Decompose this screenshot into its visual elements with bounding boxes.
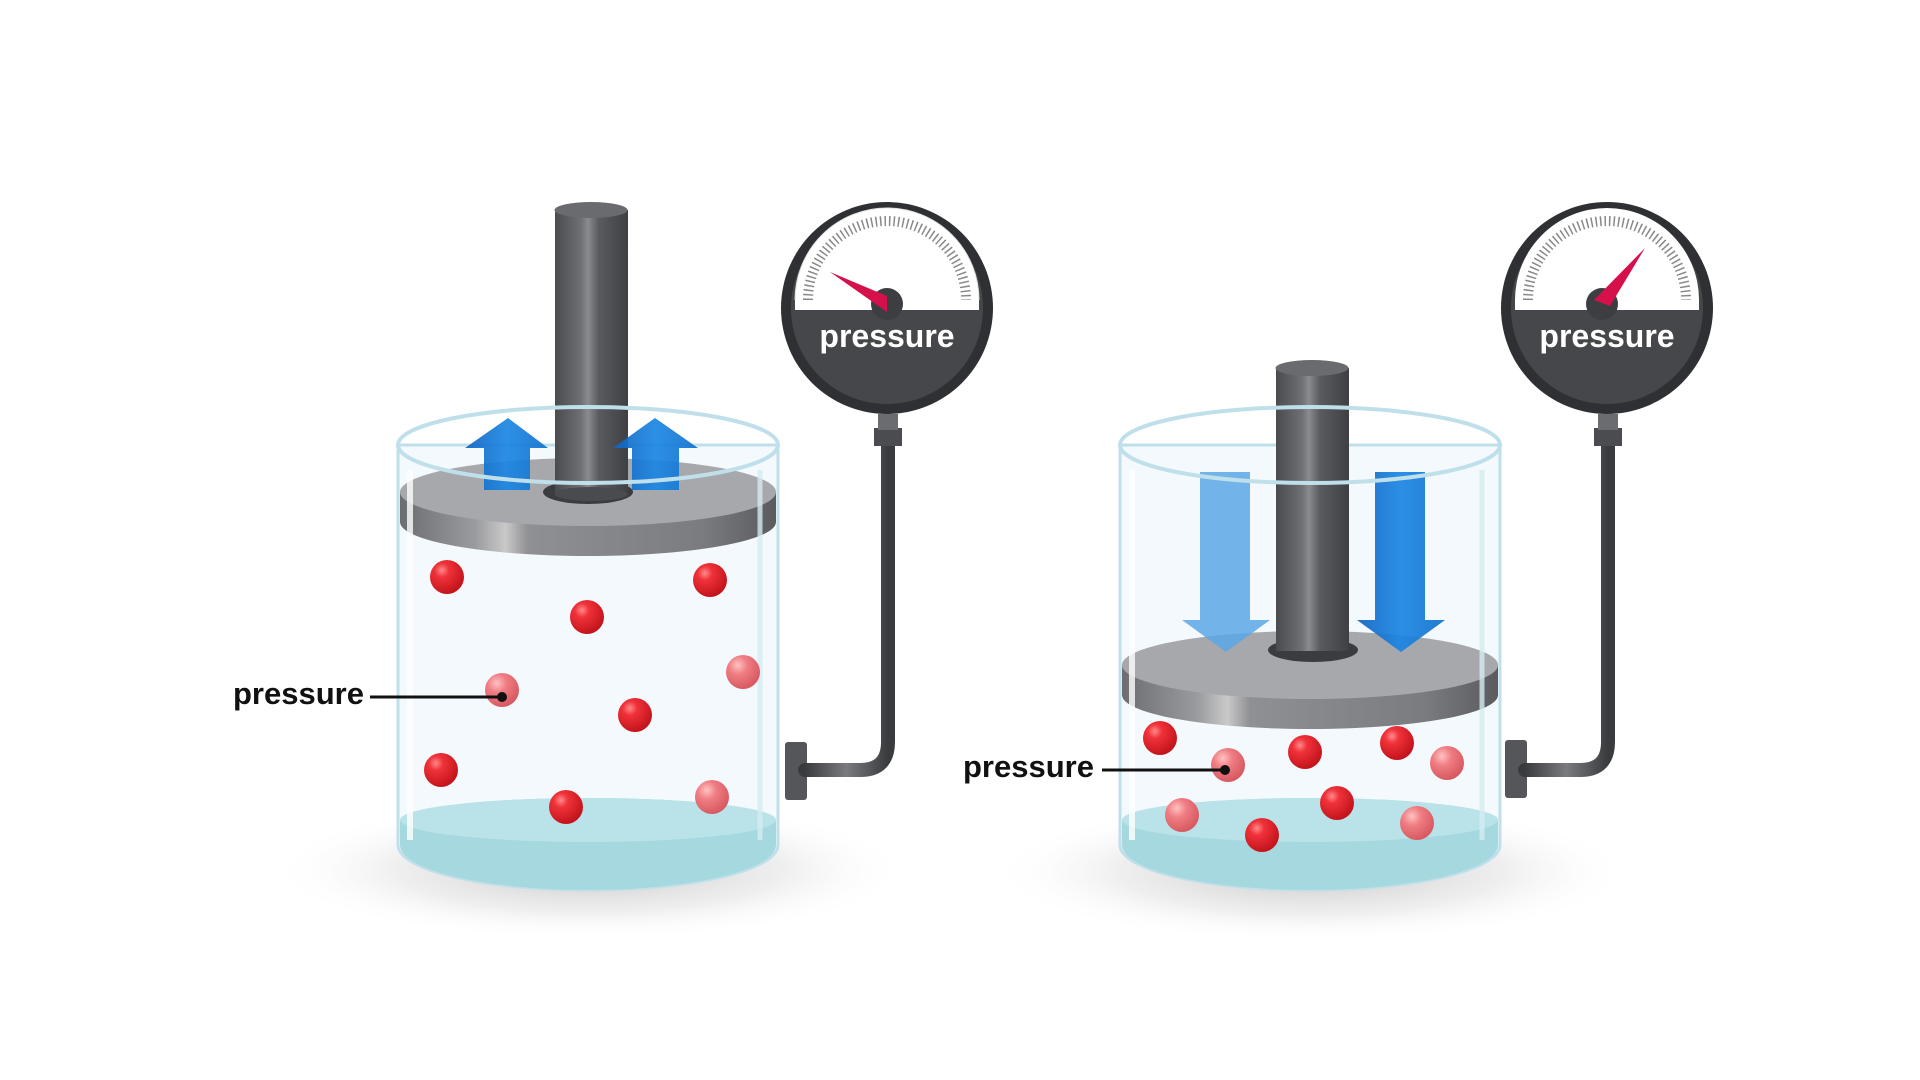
left-gas-particle bbox=[618, 698, 652, 732]
left-pipe-nut-2 bbox=[878, 414, 898, 430]
right-gas-particle bbox=[1380, 726, 1414, 760]
right-gas-particle bbox=[1320, 786, 1354, 820]
right-callout-label: pressure bbox=[963, 749, 1094, 784]
left-pipe-connector bbox=[785, 742, 807, 800]
right-callout-dot bbox=[1220, 765, 1230, 775]
right-gauge-needle bbox=[1594, 248, 1645, 306]
right-gas-particle bbox=[1400, 806, 1434, 840]
right-cylinder-group bbox=[992, 202, 1713, 942]
left-gas-particle bbox=[695, 780, 729, 814]
left-gauge-label: pressure bbox=[819, 318, 955, 354]
left-cylinder-group bbox=[270, 202, 993, 940]
right-gas-particle bbox=[1430, 746, 1464, 780]
arrow-down-icon bbox=[1182, 472, 1270, 652]
left-gas-particles bbox=[424, 560, 760, 824]
right-glass-rim bbox=[1118, 405, 1502, 485]
right-gas-particle bbox=[1143, 721, 1177, 755]
right-pipe bbox=[1518, 431, 1615, 777]
left-rod-top bbox=[554, 202, 628, 218]
left-pipe bbox=[798, 431, 895, 777]
left-liquid-surface bbox=[400, 798, 776, 842]
left-callout-label: pressure bbox=[233, 676, 364, 711]
pressure-gauge-icon bbox=[781, 202, 993, 414]
right-pipe-connector bbox=[1505, 740, 1527, 798]
right-gas-particle bbox=[1211, 748, 1245, 782]
left-pipe-nut bbox=[874, 428, 902, 446]
right-pipe-nut-2 bbox=[1598, 414, 1618, 430]
right-gas-particles bbox=[1143, 721, 1464, 852]
left-rod-base bbox=[554, 487, 628, 501]
left-gas-particle bbox=[424, 753, 458, 787]
right-rod-top bbox=[1275, 360, 1349, 376]
right-gas-particle bbox=[1165, 798, 1199, 832]
left-gas-particle bbox=[693, 563, 727, 597]
left-gas-particle bbox=[430, 560, 464, 594]
right-gas-particle bbox=[1288, 735, 1322, 769]
right-pipe-nut bbox=[1594, 428, 1622, 446]
right-gauge-label: pressure bbox=[1539, 318, 1675, 354]
left-piston-rod bbox=[555, 210, 628, 495]
left-gas-particle bbox=[570, 600, 604, 634]
pressure-gauge-icon bbox=[1501, 202, 1713, 414]
left-callout-dot bbox=[497, 692, 507, 702]
left-gas-particle bbox=[549, 790, 583, 824]
arrow-down-icon bbox=[1357, 472, 1445, 652]
arrow-up-icon bbox=[613, 418, 698, 490]
arrow-up-icon bbox=[465, 418, 548, 490]
left-gauge-needle bbox=[830, 272, 887, 312]
left-gas-particle bbox=[726, 655, 760, 689]
left-glass-body bbox=[396, 443, 780, 892]
right-gas-particle bbox=[1245, 818, 1279, 852]
right-piston-rod bbox=[1276, 368, 1349, 651]
left-glass-rim bbox=[396, 405, 780, 485]
